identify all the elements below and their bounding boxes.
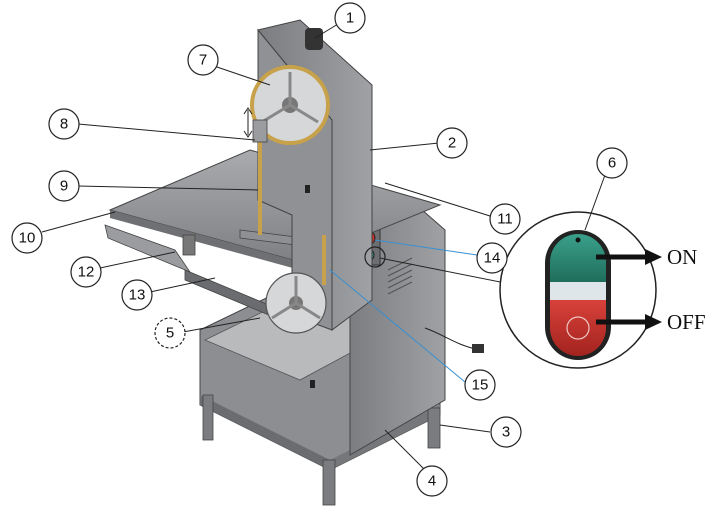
callout-6: 6 <box>596 147 628 179</box>
on-label: ON <box>667 245 697 269</box>
svg-text:10: 10 <box>19 230 36 247</box>
callout-14: 14 <box>476 242 508 274</box>
detail-connector <box>379 257 516 286</box>
svg-text:12: 12 <box>78 264 95 281</box>
callout-3: 3 <box>490 416 522 448</box>
callout-12: 12 <box>70 256 102 288</box>
leg <box>322 459 336 506</box>
on-button <box>550 234 606 282</box>
on-arrow <box>596 249 662 265</box>
lower-wheel <box>265 272 327 334</box>
svg-text:1: 1 <box>346 10 354 27</box>
tension-knob <box>305 28 323 50</box>
indicator-lens <box>550 282 606 300</box>
svg-text:3: 3 <box>502 424 510 441</box>
off-button <box>550 300 606 356</box>
upper-wheel <box>250 65 330 145</box>
callout-7: 7 <box>187 44 219 76</box>
svg-text:14: 14 <box>484 250 501 267</box>
callout-9: 9 <box>48 170 80 202</box>
callout-10: 10 <box>11 222 43 254</box>
svg-text:6: 6 <box>608 155 616 172</box>
svg-text:4: 4 <box>428 473 436 490</box>
callout-5: 5 <box>154 317 186 349</box>
svg-text:8: 8 <box>60 116 68 133</box>
leg <box>427 407 441 449</box>
frame-fastener <box>310 380 315 388</box>
callout-2: 2 <box>436 127 468 159</box>
blade-guide <box>252 119 268 143</box>
svg-text:2: 2 <box>448 135 456 152</box>
off-label: OFF <box>667 310 706 334</box>
height-adjust-arrow <box>243 107 253 138</box>
callout-8: 8 <box>48 108 80 140</box>
svg-text:5: 5 <box>166 325 174 342</box>
callout-4: 4 <box>416 465 448 497</box>
svg-text:13: 13 <box>129 287 146 304</box>
svg-text:11: 11 <box>497 211 513 228</box>
leg <box>202 394 214 441</box>
band-saw-machine <box>104 19 484 506</box>
off-arrow <box>596 314 662 330</box>
callout-11: 11 <box>489 203 521 235</box>
pusher <box>182 234 196 256</box>
saw-blade <box>258 140 262 235</box>
power-plug <box>472 344 484 353</box>
callout-15: 15 <box>464 369 496 401</box>
frame-fastener <box>305 185 310 193</box>
svg-text:15: 15 <box>472 377 489 394</box>
svg-text:7: 7 <box>199 52 207 69</box>
callout-13: 13 <box>121 279 153 311</box>
callout-1: 1 <box>334 2 366 34</box>
svg-text:9: 9 <box>60 178 68 195</box>
saw-blade-return <box>322 235 326 285</box>
switch-detail: ON OFF <box>364 211 706 369</box>
leader-lines <box>41 23 606 471</box>
detail-ring-small <box>364 246 386 268</box>
push-button-switch <box>545 230 611 360</box>
